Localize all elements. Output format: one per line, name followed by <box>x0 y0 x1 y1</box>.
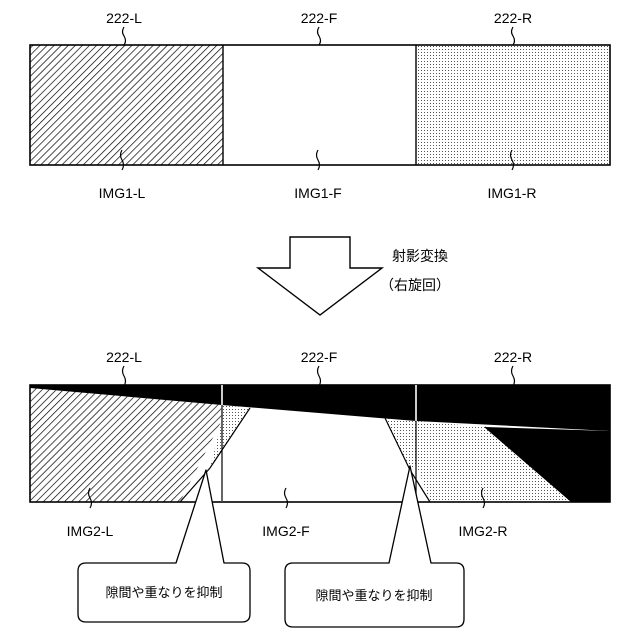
top-panel-right <box>416 45 610 165</box>
top-panel-left <box>30 45 223 165</box>
top-camera-leader-front <box>318 27 321 45</box>
bottom-strip: 222-L 222-F 222-R IMG2-L IMG2-F IMG2-R <box>30 349 610 539</box>
top-camera-leader-right <box>512 27 515 45</box>
transform-subtitle: （右旋回） <box>380 278 450 294</box>
top-strip: 222-L 222-F 222-R IMG1-L IMG1-F IMG1-R <box>30 10 610 201</box>
transform-arrow-group: 射影変換 （右旋回） <box>258 237 450 315</box>
top-camera-label-front: 222-F <box>301 10 338 26</box>
bottom-camera-label-front: 222-F <box>301 349 338 365</box>
bottom-camera-leader-right <box>512 366 515 386</box>
down-arrow <box>258 237 382 315</box>
bottom-camera-label-right: 222-R <box>494 349 532 365</box>
transform-title: 射影変換 <box>392 248 448 265</box>
callout-right-text: 隙間や重なりを抑制 <box>315 588 432 604</box>
top-camera-label-left: 222-L <box>106 10 142 26</box>
callout-left-text: 隙間や重なりを抑制 <box>105 585 222 601</box>
bottom-image-label-left: IMG2-L <box>67 523 114 539</box>
top-camera-label-right: 222-R <box>494 10 532 26</box>
bottom-camera-leader-left <box>123 366 126 386</box>
bottom-camera-label-left: 222-L <box>106 349 142 365</box>
bottom-image-label-front: IMG2-F <box>262 523 309 539</box>
top-panel-front <box>223 45 416 165</box>
top-image-label-left: IMG1-L <box>99 185 146 201</box>
bottom-image-label-right: IMG2-R <box>459 523 508 539</box>
top-camera-leader-left <box>123 27 126 45</box>
top-image-label-front: IMG1-F <box>294 185 341 201</box>
top-image-label-right: IMG1-R <box>488 185 537 201</box>
bottom-camera-leader-front <box>318 366 321 386</box>
